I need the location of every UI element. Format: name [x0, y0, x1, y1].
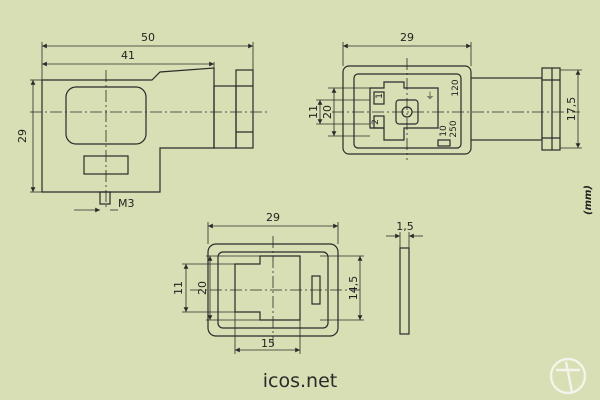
icos-logo-icon: [549, 357, 587, 395]
side-dimensions: [30, 42, 254, 213]
thickness-view: [399, 247, 410, 335]
side-screw: [99, 191, 111, 205]
front-pin-2: [373, 115, 385, 129]
gasket-view: [190, 236, 360, 346]
site-name: icos.net: [262, 370, 338, 392]
thickness-dim: 1,5: [396, 220, 414, 233]
front-label-250: 250: [449, 120, 459, 137]
gasket-dim-window: 15: [261, 337, 275, 350]
dim-overall-length: 50: [141, 31, 155, 44]
front-pin-3: [437, 139, 451, 147]
front-gland-body: [469, 77, 543, 141]
gasket-dim-11: 11: [172, 281, 185, 295]
dim-body-length: 41: [121, 49, 135, 62]
front-dim-11: 11: [307, 105, 320, 119]
units-label: (mm): [583, 185, 594, 215]
dim-height: 29: [16, 129, 29, 143]
front-body-inner: [353, 73, 462, 149]
front-dim-gland: 17,5: [565, 97, 578, 122]
front-pin-2-label: 2: [371, 119, 381, 125]
front-pin-1: [373, 91, 385, 105]
side-gland-nut: [235, 69, 254, 149]
thickness-dimensions: [386, 232, 423, 248]
front-gland-nut: [541, 67, 561, 151]
front-dim-20: 20: [321, 105, 334, 119]
front-label-120: 120: [451, 79, 461, 96]
gasket-dim-slot: 14,5: [347, 276, 360, 301]
front-dimensions: [316, 42, 582, 149]
gasket-edge: [399, 247, 410, 335]
dim-thread: M3: [118, 197, 135, 210]
side-view: [30, 67, 270, 210]
gasket-dim-width: 29: [266, 211, 280, 224]
gasket-dimensions: [182, 222, 364, 354]
front-dim-width: 29: [400, 31, 414, 44]
side-gland-ring: [213, 85, 237, 149]
front-ground-label: ⏚: [425, 91, 434, 102]
front-pin-1-label: 1: [375, 93, 385, 99]
front-label-10: 10: [439, 125, 449, 137]
front-view: [332, 58, 580, 160]
gasket-dim-20: 20: [196, 281, 209, 295]
